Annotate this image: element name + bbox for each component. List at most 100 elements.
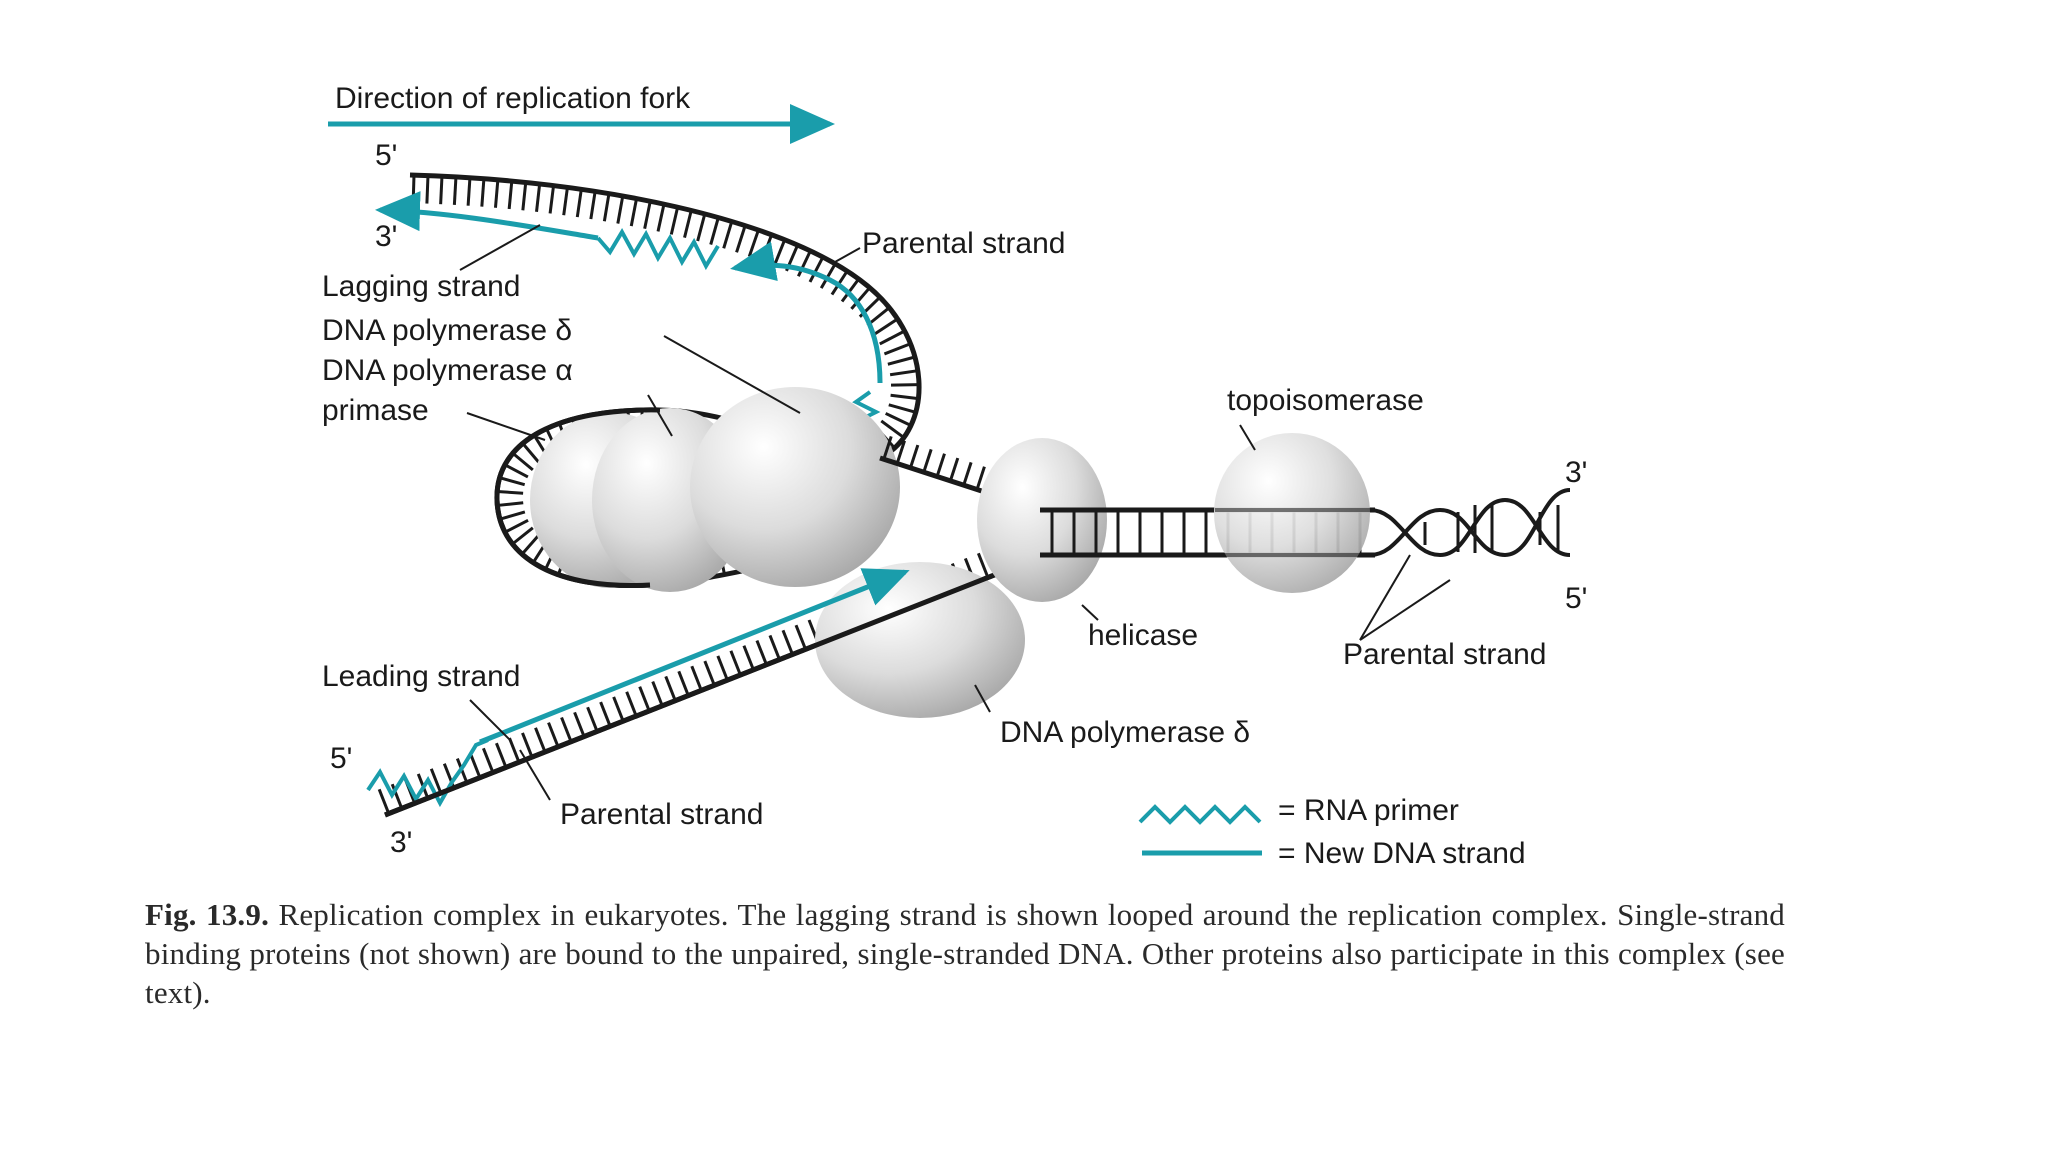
base-pair-tick	[716, 655, 729, 681]
base-pair-tick	[468, 752, 482, 779]
base-pair-tick	[599, 701, 612, 727]
base-pair-tick	[703, 660, 716, 686]
helicase-label: helicase	[1088, 619, 1198, 652]
lagging-strand-label: Lagging strand	[322, 270, 521, 303]
new-dna-legend-label: = New DNA strand	[1278, 837, 1526, 870]
base-pair-tick	[499, 510, 526, 521]
base-pair-tick	[586, 706, 599, 732]
base-pair-tick	[521, 732, 534, 758]
base-pair-tick	[664, 675, 677, 702]
leading-new-strand	[366, 568, 910, 808]
base-pair-tick	[625, 691, 638, 717]
figure-number: Fig. 13.9.	[145, 897, 270, 932]
rna-primer-legend-swatch	[1138, 804, 1262, 825]
base-pair-tick	[480, 178, 486, 207]
base-pair-tick	[612, 696, 625, 722]
base-pair-tick	[504, 518, 529, 534]
base-pair-tick	[888, 403, 917, 414]
base-pair-tick	[511, 526, 534, 546]
base-pair-tick	[882, 435, 893, 460]
base-pair-tick	[747, 229, 760, 258]
base-pair-tick	[511, 452, 534, 472]
leading-5prime-label: 5'	[330, 742, 352, 775]
base-pair-tick	[508, 737, 521, 763]
right-5prime-label: 5'	[1565, 582, 1587, 615]
base-pair-tick	[507, 180, 514, 210]
lagging-5prime-label: 5'	[375, 139, 397, 172]
base-pair-tick	[696, 213, 707, 242]
base-pair-tick	[602, 193, 611, 222]
base-pair-tick	[873, 317, 899, 336]
leading-3prime-label: 3'	[390, 826, 412, 859]
base-pair-tick	[690, 665, 703, 691]
loop-outline	[494, 407, 661, 589]
base-pair-tick	[638, 686, 651, 712]
caption-text: Replication complex in eukaryotes. The l…	[145, 897, 1785, 1010]
base-pair-tick	[880, 419, 905, 439]
base-pair-tick	[493, 179, 500, 208]
base-pair-tick	[976, 552, 990, 579]
leading-strand-label: Leading strand	[322, 660, 521, 693]
lagging-3prime-label: 3'	[375, 220, 397, 253]
leading-parental-line	[384, 552, 1046, 818]
base-pair-tick	[735, 225, 747, 253]
base-pair-tick	[722, 221, 734, 249]
base-pair-tick	[909, 444, 920, 469]
base-pair-tick	[797, 250, 812, 277]
base-pair-tick	[535, 183, 542, 212]
base-pair-tick	[781, 629, 794, 656]
base-pair-tick	[377, 788, 391, 815]
base-pair-tick	[883, 342, 912, 356]
dna-polymerase-delta-top-protein	[690, 387, 900, 587]
base-pair-tick	[808, 256, 825, 283]
base-pair-tick	[521, 442, 541, 465]
base-pair-tick	[794, 624, 807, 650]
primase-label: primase	[322, 394, 429, 427]
parental-strand-top-label: Parental strand	[862, 227, 1065, 260]
topoisomerase-protein	[1214, 433, 1372, 593]
base-pair-tick	[497, 489, 524, 495]
legend: = RNA primer = New DNA strand	[1138, 794, 1526, 870]
base-pair-tick	[885, 412, 912, 427]
dna-polymerase-alpha-label: DNA polymerase α	[322, 354, 573, 387]
base-pair-tick	[560, 716, 573, 743]
base-pair-tick	[948, 457, 960, 482]
base-pair-tick	[589, 191, 597, 220]
base-pair-tick	[495, 742, 508, 768]
base-pair-tick	[709, 217, 720, 245]
base-pair-tick	[742, 645, 755, 671]
base-pair-tick	[521, 182, 528, 211]
base-pair-tick	[879, 329, 906, 346]
base-pair-tick	[962, 461, 973, 486]
base-pair-tick	[669, 206, 680, 235]
base-pair-tick	[755, 639, 768, 666]
helicase-protein	[977, 438, 1107, 602]
base-pair-tick	[425, 175, 430, 204]
base-pair-tick	[895, 440, 906, 465]
parental-strand-bottom-label: Parental strand	[560, 798, 763, 831]
dna-polymerase-delta-bottom-label: DNA polymerase δ	[1000, 716, 1250, 749]
base-pair-tick	[497, 501, 524, 507]
base-pair-tick	[616, 195, 625, 224]
direction-label: Direction of replication fork	[335, 82, 691, 115]
base-pair-tick	[466, 177, 472, 206]
base-pair-tick	[452, 176, 458, 205]
base-pair-tick	[504, 463, 529, 479]
base-pair-tick	[922, 448, 933, 473]
base-pair-tick	[429, 768, 443, 794]
base-pair-tick	[643, 200, 652, 229]
base-pair-tick	[850, 286, 871, 310]
base-pair-tick	[768, 634, 781, 661]
base-pair-tick	[629, 198, 639, 227]
leader-lines	[459, 224, 1451, 801]
base-pair-tick	[651, 681, 664, 707]
base-pair-tick	[677, 670, 690, 697]
base-pair-tick	[575, 189, 583, 218]
base-pair-tick	[683, 210, 693, 238]
base-pair-tick	[573, 711, 586, 738]
rna-primer-legend-label: = RNA primer	[1278, 794, 1459, 827]
base-pair-tick	[819, 263, 837, 289]
base-pair-tick	[548, 185, 556, 214]
topoisomerase-label: topoisomerase	[1227, 384, 1424, 417]
